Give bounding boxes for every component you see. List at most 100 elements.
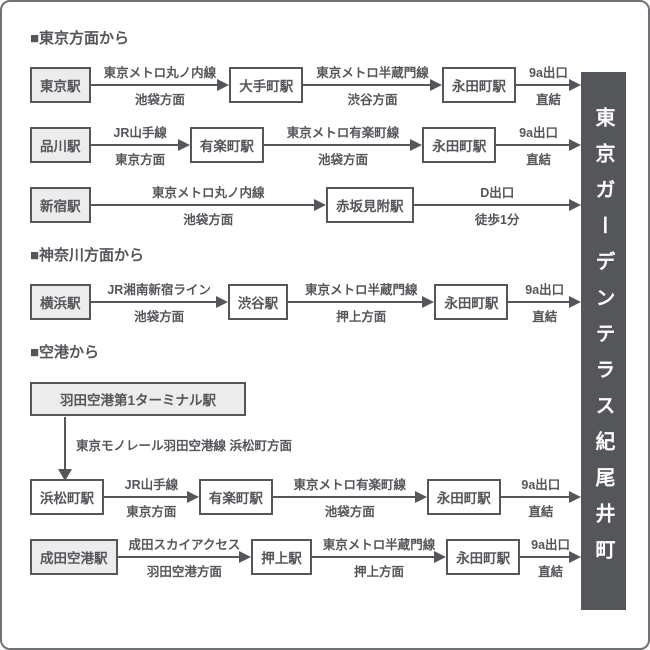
segment-line-label: D出口 [480,186,515,200]
route-row: 浜松町駅 JR山手線東京方面 有楽町駅 東京メトロ有楽町線池袋方面 永田町駅 9a出口直結 [30,478,582,519]
destination-label: 東京ガーデンテラス紀尾井町 [592,107,614,575]
segment: 東京メトロ丸ノ内線池袋方面 [90,182,327,228]
segment-direction-label: 東京方面 [126,505,177,519]
segment: JR湘南新宿ライン池袋方面 [90,279,228,325]
segment: 9a出口直結 [520,534,581,580]
segment-line-label: JR湘南新宿ライン [107,283,211,297]
segment-direction-label: 東京方面 [115,153,166,167]
arrow-right-line [90,139,191,151]
route-row: 品川駅 JR山手線東京方面 有楽町駅 東京メトロ有楽町線池袋方面 永田町駅 9a出口直結 [30,126,581,167]
segment: 成田スカイアクセス羽田空港方面 [117,534,252,580]
station-box: 浜松町駅 [30,479,104,515]
arrow-down-line [58,417,72,481]
segment-direction-label: 押上方面 [336,310,387,324]
segment-line-label: 東京メトロ半蔵門線 [305,283,418,297]
arrow-right-line [90,79,229,91]
segment: 9a出口直結 [515,62,582,108]
segment-direction-label: 直結 [538,565,564,579]
segment-direction-label: 直結 [532,310,558,324]
airport-terminal-box: 羽田空港第1ターミナル駅 [30,382,247,416]
station-box: 永田町駅 [434,284,509,320]
station-box: 成田空港駅 [30,539,118,575]
arrow-right-line [520,551,581,563]
vertical-connector-label: 東京モノレール羽田空港線 浜松町方面 [76,438,292,453]
station-box: 新宿駅 [30,187,91,223]
segment-line-label: JR山手線 [124,478,179,492]
station-box: 渋谷駅 [227,284,289,320]
segment-direction-label: 池袋方面 [318,153,369,167]
route-row: 横浜駅 JR湘南新宿ライン池袋方面 渋谷駅 東京メトロ半蔵門線押上方面 永田町駅 9a出口… [30,283,581,324]
arrow-right-line [311,551,447,563]
arrow-right-line [508,296,581,308]
segment-line-label: 東京メトロ丸ノ内線 [152,186,265,200]
segment-direction-label: 直結 [535,93,561,107]
segment-direction-label: 池袋方面 [324,505,375,519]
arrow-right-line [303,79,442,91]
segment-line-label: 東京メトロ半蔵門線 [316,66,429,80]
route-row: 新宿駅 東京メトロ丸ノ内線池袋方面 赤坂見附駅 D出口徒歩1分 [30,186,582,227]
section-header: ■東京方面から [30,30,130,47]
segment-direction-label: 羽田空港方面 [146,565,222,579]
segment: 東京メトロ丸ノ内線池袋方面 [90,62,230,108]
segment-line-label: 東京メトロ有楽町線 [286,126,400,140]
segment: D出口徒歩1分 [413,182,582,228]
arrow-right-line [117,551,252,563]
station-box: 横浜駅 [30,284,91,320]
station-box: 押上駅 [251,539,312,575]
segment: 東京メトロ半蔵門線押上方面 [311,534,447,580]
section: ■空港から羽田空港第1ターミナル駅東京モノレール羽田空港線 浜松町方面浜松町駅 J… [30,344,582,579]
station-box: 有楽町駅 [189,127,264,163]
segment-line-label: JR山手線 [113,126,167,140]
segment: 東京メトロ半蔵門線押上方面 [288,279,435,325]
segment: 9a出口直結 [500,474,582,520]
station-box: 永田町駅 [426,479,501,515]
segment-direction-label: 池袋方面 [134,93,185,107]
segment-direction-label: 直結 [528,505,554,519]
segment: JR山手線東京方面 [90,122,191,168]
arrow-right-line [496,139,581,151]
arrow-right-line [272,491,427,503]
station-box: 赤坂見附駅 [326,187,414,223]
segment-line-label: 9a出口 [521,478,561,492]
segment-line-label: 9a出口 [531,538,571,552]
segment-line-label: 東京メトロ有楽町線 [293,478,407,492]
segment-direction-label: 池袋方面 [183,213,234,227]
segment-line-label: 9a出口 [519,126,559,140]
segment-line-label: 東京メトロ丸ノ内線 [103,66,217,80]
arrow-right-line [500,491,582,503]
segment-line-label: 東京メトロ半蔵門線 [322,538,436,552]
segment-direction-label: 渋谷方面 [347,93,398,107]
arrow-right-line [288,296,435,308]
segment-line-label: 成田スカイアクセス [128,538,241,552]
segment: 東京メトロ有楽町線池袋方面 [263,122,423,168]
station-box: 大手町駅 [229,67,304,103]
vertical-connector: 東京モノレール羽田空港線 浜松町方面 [30,417,581,481]
segment-direction-label: 池袋方面 [134,310,185,324]
segment-line-label: 9a出口 [529,66,568,80]
segment: 9a出口直結 [508,279,581,325]
station-box: 有楽町駅 [198,479,273,515]
arrow-right-line [90,199,326,211]
segment: 東京メトロ半蔵門線渋谷方面 [303,62,442,108]
segment-direction-label: 徒歩1分 [475,213,520,227]
segment-line-label: 9a出口 [525,283,565,297]
station-box: 永田町駅 [446,539,521,575]
arrow-right-line [104,491,199,503]
segment: 東京メトロ有楽町線池袋方面 [272,474,427,520]
arrow-right-line [413,199,582,211]
station-box: 永田町駅 [422,127,497,163]
arrow-right-line [90,296,228,308]
section-header: ■空港から [30,344,100,361]
route-row: 羽田空港第1ターミナル駅 [30,381,581,417]
segment: 9a出口直結 [496,122,581,168]
segment-direction-label: 押上方面 [353,565,404,579]
segment-direction-label: 直結 [526,153,552,167]
station-box: 品川駅 [30,127,91,163]
station-box: 永田町駅 [441,67,516,103]
section-header: ■神奈川方面から [30,247,145,264]
arrow-right-line [263,139,423,151]
arrow-right-line [515,79,582,91]
